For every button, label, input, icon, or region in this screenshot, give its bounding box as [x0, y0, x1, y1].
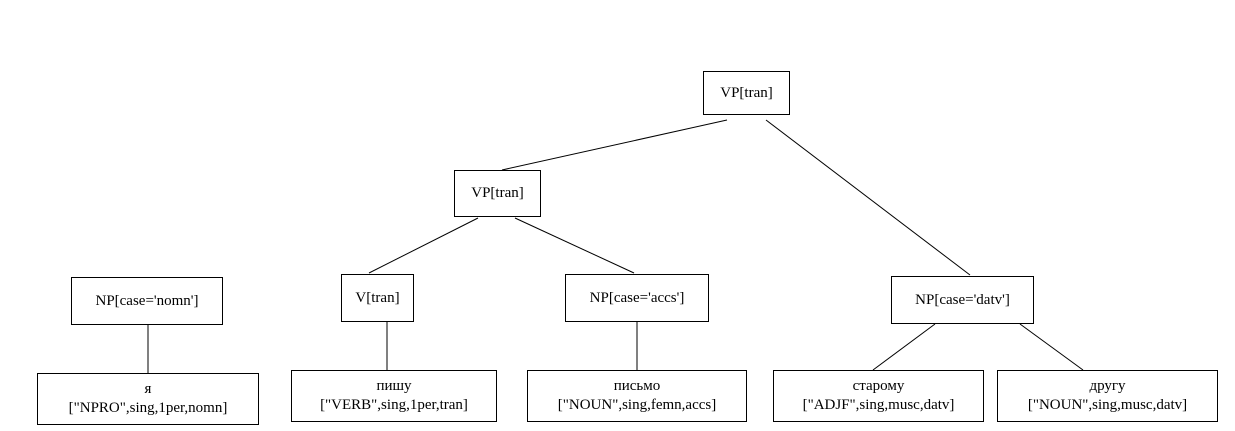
- node-v-tran: V[tran]: [341, 274, 414, 322]
- leaf-tags: ["ADJF",sing,musc,datv]: [802, 397, 955, 413]
- edge-vpinner-vtran: [368, 217, 479, 274]
- node-vp-root: VP[tran]: [703, 71, 790, 115]
- leaf-tags: ["NPRO",sing,1per,nomn]: [68, 400, 228, 416]
- leaf-staromu: старому ["ADJF",sing,musc,datv]: [773, 370, 984, 422]
- leaf-word: старому: [852, 378, 905, 394]
- leaf-word: письмо: [613, 378, 661, 394]
- leaf-word: я: [144, 381, 152, 397]
- leaf-ya: я ["NPRO",sing,1per,nomn]: [37, 373, 259, 425]
- edge-npdatv-staromu: [872, 323, 936, 371]
- node-np-datv: NP[case='datv']: [891, 276, 1034, 324]
- node-label: VP[tran]: [720, 84, 773, 101]
- edge-npdatv-drugu: [1019, 323, 1084, 371]
- node-label: V[tran]: [355, 289, 400, 306]
- leaf-word: пишу: [376, 378, 412, 394]
- edge-vproot-npdatv: [765, 119, 971, 276]
- leaf-tags: ["NOUN",sing,femn,accs]: [557, 397, 717, 413]
- leaf-word: другу: [1089, 378, 1126, 394]
- node-label: NP[case='nomn']: [95, 292, 199, 309]
- leaf-tags: ["VERB",sing,1per,tran]: [320, 397, 468, 413]
- node-label: VP[tran]: [471, 185, 524, 201]
- node-label: NP[case='accs']: [589, 289, 685, 306]
- leaf-drugu: другу ["NOUN",sing,musc,datv]: [997, 370, 1218, 422]
- node-np-nomn: NP[case='nomn']: [71, 277, 223, 325]
- edge-vproot-vpinner: [501, 119, 728, 171]
- leaf-pishu: пишу ["VERB",sing,1per,tran]: [291, 370, 497, 422]
- leaf-pismo: письмо ["NOUN",sing,femn,accs]: [527, 370, 747, 422]
- edge-vpinner-npaccs: [514, 217, 635, 274]
- node-vp-inner: VP[tran]: [454, 170, 541, 217]
- leaf-tags: ["NOUN",sing,musc,datv]: [1027, 397, 1188, 413]
- node-np-accs: NP[case='accs']: [565, 274, 709, 322]
- node-label: NP[case='datv']: [915, 291, 1010, 308]
